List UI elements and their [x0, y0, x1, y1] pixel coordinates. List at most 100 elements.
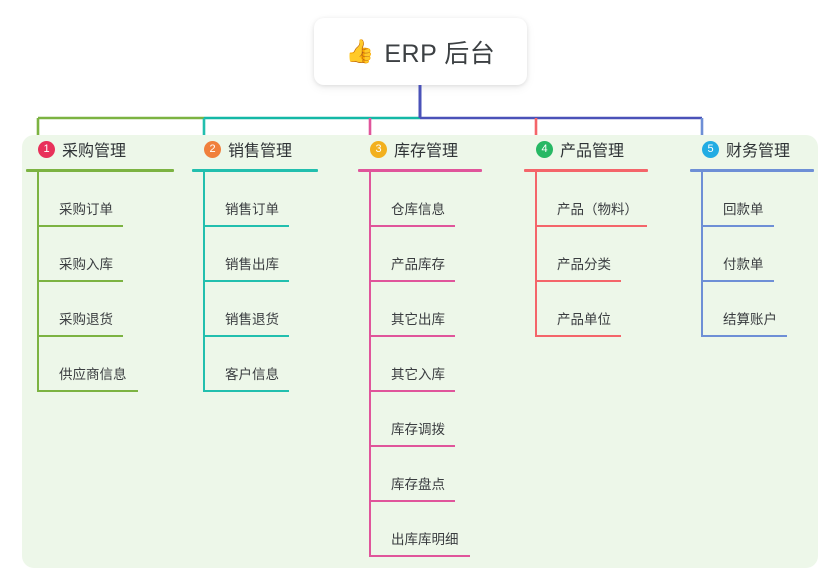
menu-item-label: 付款单 — [723, 257, 764, 272]
menu-item-label: 销售订单 — [225, 202, 279, 217]
column-items-4: 产品（物料） 产品分类产品单位 — [524, 172, 648, 337]
column-1: 1 采购管理采购订单采购入库采购退货供应商信息 — [26, 135, 174, 392]
menu-item-label: 采购退货 — [59, 312, 113, 327]
column-spine-3 — [369, 172, 371, 557]
menu-item[interactable]: 采购入库 — [26, 227, 174, 282]
menu-item[interactable]: 产品单位 — [524, 282, 648, 337]
column-title-5: 财务管理 — [726, 143, 791, 160]
column-header-2[interactable]: 2 销售管理 — [192, 135, 318, 163]
diagram-panel: 1 采购管理采购订单采购入库采购退货供应商信息 2 销售管理销售订单销售出库销售退货客… — [22, 135, 818, 568]
menu-item[interactable]: 采购订单 — [26, 172, 174, 227]
menu-item-rule — [701, 225, 774, 227]
column-rule-1 — [26, 169, 174, 172]
menu-item[interactable]: 产品库存 — [358, 227, 482, 282]
menu-item[interactable]: 结算账户 — [690, 282, 814, 337]
menu-item[interactable]: 客户信息 — [192, 337, 318, 392]
menu-item-rule — [37, 390, 138, 392]
menu-item-rule — [203, 390, 289, 392]
menu-item-rule — [203, 335, 289, 337]
menu-item-rule — [203, 280, 289, 282]
menu-item[interactable]: 产品（物料） — [524, 172, 648, 227]
menu-item-rule — [701, 335, 787, 337]
menu-item[interactable]: 付款单 — [690, 227, 814, 282]
column-spine-2 — [203, 172, 205, 392]
column-badge-2: 2 — [204, 140, 221, 158]
column-title-1: 采购管理 — [62, 143, 127, 160]
column-items-1: 采购订单采购入库采购退货供应商信息 — [26, 172, 174, 392]
menu-item-rule — [369, 555, 470, 557]
column-header-3[interactable]: 3 库存管理 — [358, 135, 482, 163]
menu-item-label: 回款单 — [723, 202, 764, 217]
menu-item-rule — [369, 390, 455, 392]
menu-item[interactable]: 其它入库 — [358, 337, 482, 392]
menu-item-rule — [369, 225, 455, 227]
column-header-1[interactable]: 1 采购管理 — [26, 135, 174, 163]
menu-item-rule — [535, 280, 621, 282]
menu-item-rule — [369, 500, 455, 502]
menu-item[interactable]: 出库库明细 — [358, 502, 482, 557]
menu-item-label: 出库库明细 — [391, 532, 459, 547]
column-rule-4 — [524, 169, 648, 172]
menu-item[interactable]: 销售出库 — [192, 227, 318, 282]
column-4: 4 产品管理产品（物料） 产品分类产品单位 — [524, 135, 648, 337]
menu-item[interactable]: 销售订单 — [192, 172, 318, 227]
menu-item-rule — [369, 335, 455, 337]
menu-item-label: 库存盘点 — [391, 477, 445, 492]
column-items-3: 仓库信息产品库存其它出库其它入库库存调拨库存盘点出库库明细 — [358, 172, 482, 557]
column-items-5: 回款单付款单结算账户 — [690, 172, 814, 337]
column-spine-5 — [701, 172, 703, 337]
menu-item-rule — [37, 280, 123, 282]
menu-item-rule — [701, 280, 774, 282]
menu-item[interactable]: 库存盘点 — [358, 447, 482, 502]
column-header-4[interactable]: 4 产品管理 — [524, 135, 648, 163]
menu-item-label: 仓库信息 — [391, 202, 445, 217]
menu-item[interactable]: 其它出库 — [358, 282, 482, 337]
menu-item-label: 销售出库 — [225, 257, 279, 272]
menu-item-label: 采购订单 — [59, 202, 113, 217]
menu-item-rule — [369, 280, 455, 282]
menu-item[interactable]: 回款单 — [690, 172, 814, 227]
menu-item[interactable]: 库存调拨 — [358, 392, 482, 447]
column-title-2: 销售管理 — [228, 143, 293, 160]
root-node[interactable]: 👍 ERP 后台 — [314, 18, 527, 85]
column-title-4: 产品管理 — [560, 143, 625, 160]
menu-item-label: 供应商信息 — [59, 367, 127, 382]
menu-item-rule — [535, 225, 647, 227]
menu-item-rule — [37, 225, 123, 227]
menu-item-label: 产品分类 — [557, 257, 611, 272]
menu-item[interactable]: 仓库信息 — [358, 172, 482, 227]
column-badge-4: 4 — [536, 140, 553, 158]
menu-item-label: 产品库存 — [391, 257, 445, 272]
menu-item-label: 其它出库 — [391, 312, 445, 327]
column-spine-4 — [535, 172, 537, 337]
column-title-3: 库存管理 — [394, 143, 459, 160]
column-badge-5: 5 — [702, 140, 719, 158]
root-title: ERP 后台 — [384, 39, 496, 68]
menu-item-label: 其它入库 — [391, 367, 445, 382]
menu-item-label: 销售退货 — [225, 312, 279, 327]
column-spine-1 — [37, 172, 39, 392]
menu-item-label: 客户信息 — [225, 367, 279, 382]
menu-item-rule — [535, 335, 621, 337]
thumbs-up-icon: 👍 — [345, 38, 375, 64]
menu-item-label: 产品单位 — [557, 312, 611, 327]
menu-item-label: 库存调拨 — [391, 422, 445, 437]
column-5: 5 财务管理回款单付款单结算账户 — [690, 135, 814, 337]
menu-item[interactable]: 供应商信息 — [26, 337, 174, 392]
column-2: 2 销售管理销售订单销售出库销售退货客户信息 — [192, 135, 318, 392]
menu-item[interactable]: 采购退货 — [26, 282, 174, 337]
menu-item-rule — [203, 225, 289, 227]
menu-item[interactable]: 产品分类 — [524, 227, 648, 282]
column-badge-3: 3 — [370, 140, 387, 158]
menu-item-label: 产品（物料） — [557, 202, 638, 217]
column-header-5[interactable]: 5 财务管理 — [690, 135, 814, 163]
menu-item-rule — [37, 335, 123, 337]
column-3: 3 库存管理仓库信息产品库存其它出库其它入库库存调拨库存盘点出库库明细 — [358, 135, 482, 557]
menu-item[interactable]: 销售退货 — [192, 282, 318, 337]
column-rule-3 — [358, 169, 482, 172]
column-rule-5 — [690, 169, 814, 172]
menu-item-label: 采购入库 — [59, 257, 113, 272]
menu-item-label: 结算账户 — [723, 312, 777, 327]
column-rule-2 — [192, 169, 318, 172]
column-badge-1: 1 — [38, 140, 55, 158]
